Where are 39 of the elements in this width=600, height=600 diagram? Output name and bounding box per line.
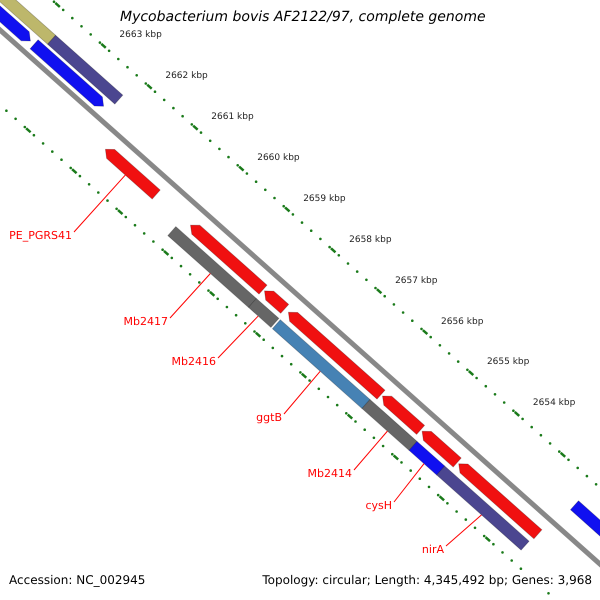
gene-bar xyxy=(30,39,104,107)
gene-label: nirA xyxy=(422,544,444,556)
scale-label: 2655 kbp xyxy=(486,358,530,368)
scale-label: 2659 kbp xyxy=(303,194,346,205)
scale-label: 2657 kbp xyxy=(395,276,438,286)
gene-bar xyxy=(361,398,418,451)
leader-line xyxy=(354,430,388,470)
footer-text: Topology: circular; Length: 4,345,492 bp; Genes: 3,968 xyxy=(262,574,592,588)
gene-bar xyxy=(288,312,386,400)
title: Mycobacterium bovis AF2122/97, complete genome xyxy=(120,10,486,26)
gene-bar xyxy=(272,319,371,410)
scale-label: 2661 kbp xyxy=(211,113,254,123)
gene-bar xyxy=(422,430,462,468)
scale-label: 2660 kbp xyxy=(257,154,300,164)
footer-text: Accession: NC_002945 xyxy=(9,574,146,588)
scale-label: 2654 kbp xyxy=(532,399,576,410)
gene-label: cysH xyxy=(365,500,392,512)
gene-bar xyxy=(264,290,290,314)
leader-line xyxy=(446,514,482,546)
gene-label: Mb2417 xyxy=(124,316,168,328)
gene-label: ggtB xyxy=(256,412,282,424)
scale-label: 2663 kbp xyxy=(119,31,162,42)
leader-line xyxy=(170,273,211,318)
leader-line xyxy=(218,316,259,358)
scale-label: 2662 kbp xyxy=(165,72,208,82)
scale-label: 2656 kbp xyxy=(441,318,484,328)
gene-label: Mb2416 xyxy=(172,356,216,368)
gene-bar xyxy=(458,463,542,540)
gene-bar xyxy=(104,148,161,200)
leader-line xyxy=(74,174,126,232)
gene-bar xyxy=(408,440,446,476)
scale-label: 2658 kbp xyxy=(349,236,392,246)
gene-label: PE_PGRS41 xyxy=(9,230,72,242)
gene-bar xyxy=(382,396,426,435)
gene-label: Mb2414 xyxy=(308,468,352,480)
gene-bar xyxy=(248,298,280,328)
gene-bar xyxy=(0,0,56,45)
gene-bar xyxy=(190,224,268,295)
gene-bar xyxy=(167,226,257,308)
